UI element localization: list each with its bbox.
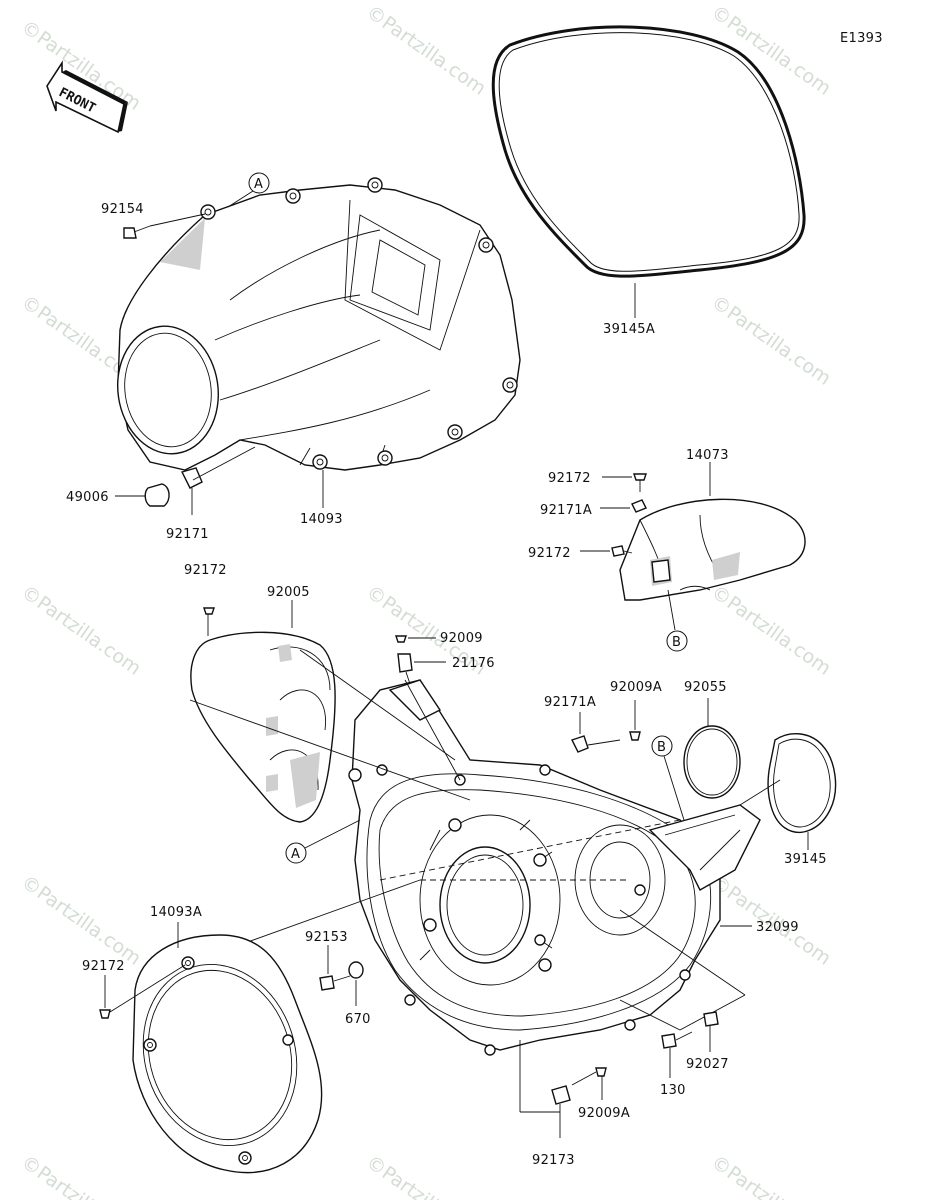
watermark: ©Partzilla.com <box>707 1 835 100</box>
part-label-92171A-b: 92171A <box>544 695 596 710</box>
bolt-92153-icon <box>319 945 351 991</box>
drive-belt-39145A <box>491 25 806 278</box>
outer-cover-14093 <box>116 177 521 471</box>
screw-92009A-icon <box>629 700 641 741</box>
clip-92171A-icon <box>600 499 647 513</box>
callout-a-label: A <box>254 177 263 192</box>
screw-92009A-icon <box>571 1067 607 1100</box>
part-label-92171A-a: 92171A <box>540 503 592 518</box>
duct-cover-14073 <box>619 498 806 601</box>
part-label-14093: 14093 <box>300 512 343 527</box>
leader-line <box>304 819 361 849</box>
clip-92171-icon <box>180 446 256 515</box>
part-label-130: 130 <box>660 1083 686 1098</box>
part-label-92005: 92005 <box>267 585 310 600</box>
part-label-92027: 92027 <box>686 1057 729 1072</box>
callout-b-label: B <box>672 635 681 650</box>
watermark: ©Partzilla.com <box>362 1151 490 1200</box>
part-label-92172-a: 92172 <box>548 471 591 486</box>
callout-a-circle <box>248 172 270 194</box>
part-label-14073: 14073 <box>686 448 729 463</box>
part-label-39145: 39145 <box>784 852 827 867</box>
bolt-92154-icon <box>123 213 206 239</box>
callout-b-circle <box>666 630 688 652</box>
part-label-39145A: 39145A <box>603 322 655 337</box>
screw-92172-icon <box>99 964 186 1019</box>
part-label-92172-d: 92172 <box>82 959 125 974</box>
leader-line <box>227 190 254 208</box>
cap-49006-icon <box>115 483 170 507</box>
screw-92009-icon <box>395 635 436 643</box>
callout-a-circle <box>285 842 307 864</box>
part-label-92172-c: 92172 <box>184 563 227 578</box>
part-label-92172-b: 92172 <box>528 546 571 561</box>
oring-92055-icon <box>683 698 741 799</box>
part-label-92173: 92173 <box>532 1153 575 1168</box>
part-label-92009A-a: 92009A <box>610 680 662 695</box>
part-label-92154: 92154 <box>101 202 144 217</box>
watermark: ©Partzilla.com <box>17 871 145 970</box>
screw-92172-icon <box>580 545 633 557</box>
watermark: ©Partzilla.com <box>17 1151 145 1200</box>
leader-line <box>663 755 685 821</box>
gasket-39145-icon <box>739 733 837 850</box>
part-label-92153: 92153 <box>305 930 348 945</box>
leader-line <box>667 589 676 631</box>
inner-cover-32099 <box>348 679 761 1056</box>
part-label-92009A-b: 92009A <box>578 1106 630 1121</box>
oring-670-icon <box>348 961 364 1006</box>
part-label-92055: 92055 <box>684 680 727 695</box>
part-label-92009: 92009 <box>440 631 483 646</box>
part-label-49006: 49006 <box>66 490 109 505</box>
watermark: ©Partzilla.com <box>707 1151 835 1200</box>
screw-92172-icon <box>602 473 647 492</box>
clip-92173-icon <box>551 1085 571 1138</box>
watermark: ©Partzilla.com <box>707 581 835 680</box>
diagram-id: E1393 <box>840 31 883 46</box>
duct-92005 <box>190 607 336 823</box>
part-label-14093A: 14093A <box>150 905 202 920</box>
bolt-130-icon <box>661 1031 693 1078</box>
watermark: ©Partzilla.com <box>17 581 145 680</box>
callout-a-label: A <box>291 847 300 862</box>
part-label-92171: 92171 <box>166 527 209 542</box>
callout-b-circle <box>651 735 673 757</box>
part-label-32099: 32099 <box>756 920 799 935</box>
collar-92027-icon <box>703 1011 719 1052</box>
watermark: ©Partzilla.com <box>707 291 835 390</box>
part-label-21176: 21176 <box>452 656 495 671</box>
clip-92171A-icon <box>571 712 621 753</box>
plate-14093A <box>132 922 323 1174</box>
watermark: ©Partzilla.com <box>362 1 490 100</box>
part-label-670: 670 <box>345 1012 371 1027</box>
callout-b-label: B <box>657 740 666 755</box>
